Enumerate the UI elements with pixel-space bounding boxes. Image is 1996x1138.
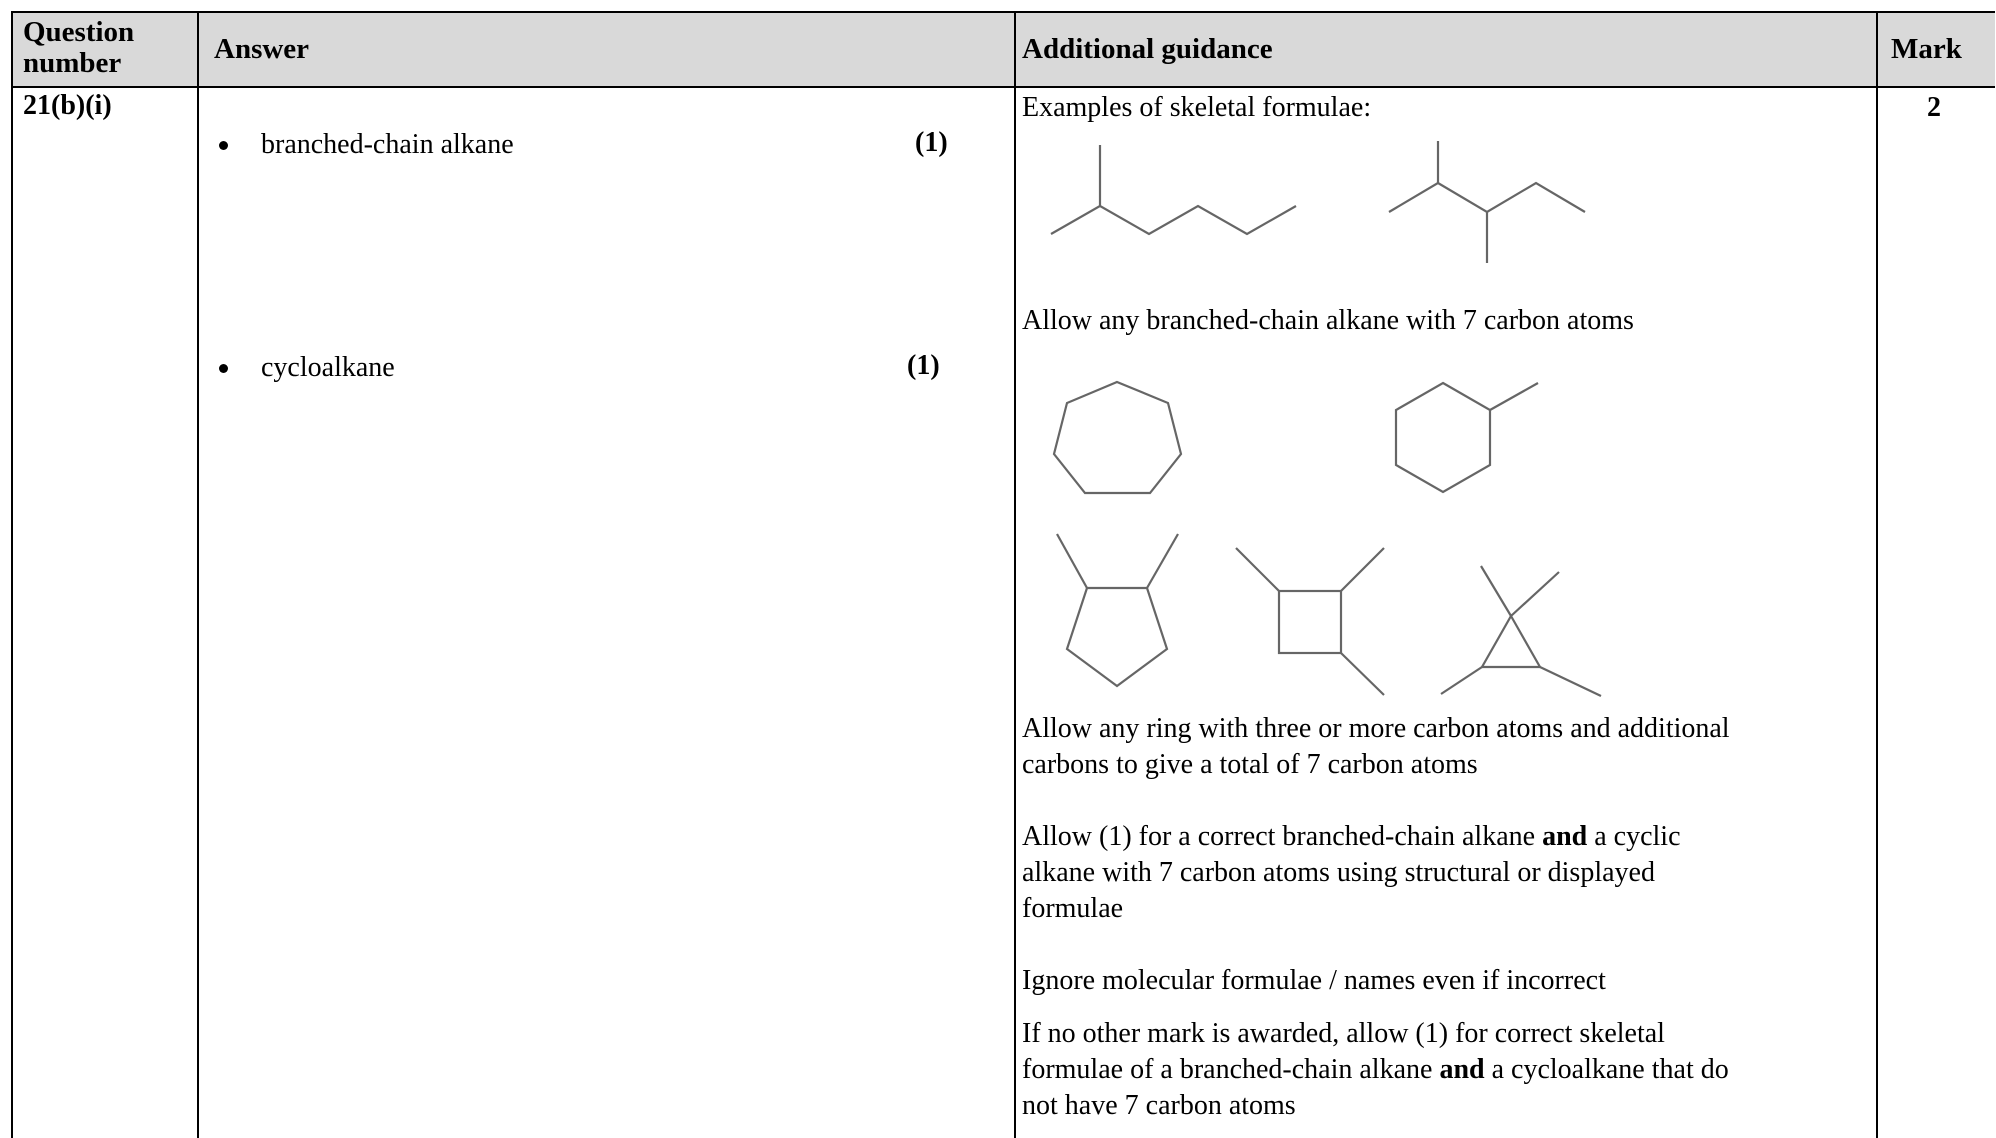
table-top-border <box>11 11 1995 13</box>
guidance-no-other-mark: If no other mark is awarded, allow (1) f… <box>1022 1018 1729 1121</box>
header-mark: Mark <box>1891 33 1962 65</box>
guidance-examples-heading: Examples of skeletal formulae: <box>1022 92 1372 123</box>
header-answer: Answer <box>214 33 310 65</box>
answer-branched-chain: branched-chain alkane <box>261 129 514 160</box>
table-left-border <box>11 11 13 1138</box>
guidance-ignore: Ignore molecular formulae / names even i… <box>1022 965 1606 996</box>
column-divider-2 <box>1014 11 1016 1138</box>
guidance-allow-branched: Allow any branched-chain alkane with 7 c… <box>1022 305 1634 336</box>
answer-cycloalkane: cycloalkane <box>261 352 395 383</box>
mark-scheme-table: Question number Answer Additional guidan… <box>11 11 1995 1138</box>
skeletal-formula-substituted-cyclobutane <box>1235 547 1385 696</box>
bullet-icon <box>219 364 228 373</box>
total-mark: 2 <box>1927 92 1941 123</box>
skeletal-formula-methylcyclohexane <box>1394 381 1539 494</box>
column-divider-1 <box>197 11 199 1138</box>
header-additional-guidance: Additional guidance <box>1022 33 1273 65</box>
guidance-allow-ring: Allow any ring with three or more carbon… <box>1022 713 1730 780</box>
skeletal-formula-2-3-dimethylpentane <box>1388 141 1586 263</box>
bullet-icon <box>219 141 228 150</box>
header-bottom-border <box>11 86 1995 88</box>
skeletal-formula-2-methylhexane <box>1050 145 1297 236</box>
question-number: 21(b)(i) <box>23 90 112 121</box>
header-row <box>11 11 1995 87</box>
answer-branched-chain-mark: (1) <box>915 127 948 158</box>
guidance-allow-one-mark: Allow (1) for a correct branched-chain a… <box>1022 821 1681 924</box>
column-divider-3 <box>1876 11 1878 1138</box>
answer-cycloalkane-mark: (1) <box>907 350 940 381</box>
skeletal-formula-dimethylcyclopentane <box>1056 533 1179 688</box>
header-question-number: Question number <box>23 16 135 79</box>
skeletal-formula-cycloheptane <box>1052 380 1183 495</box>
skeletal-formula-substituted-cyclopropane <box>1440 565 1602 697</box>
